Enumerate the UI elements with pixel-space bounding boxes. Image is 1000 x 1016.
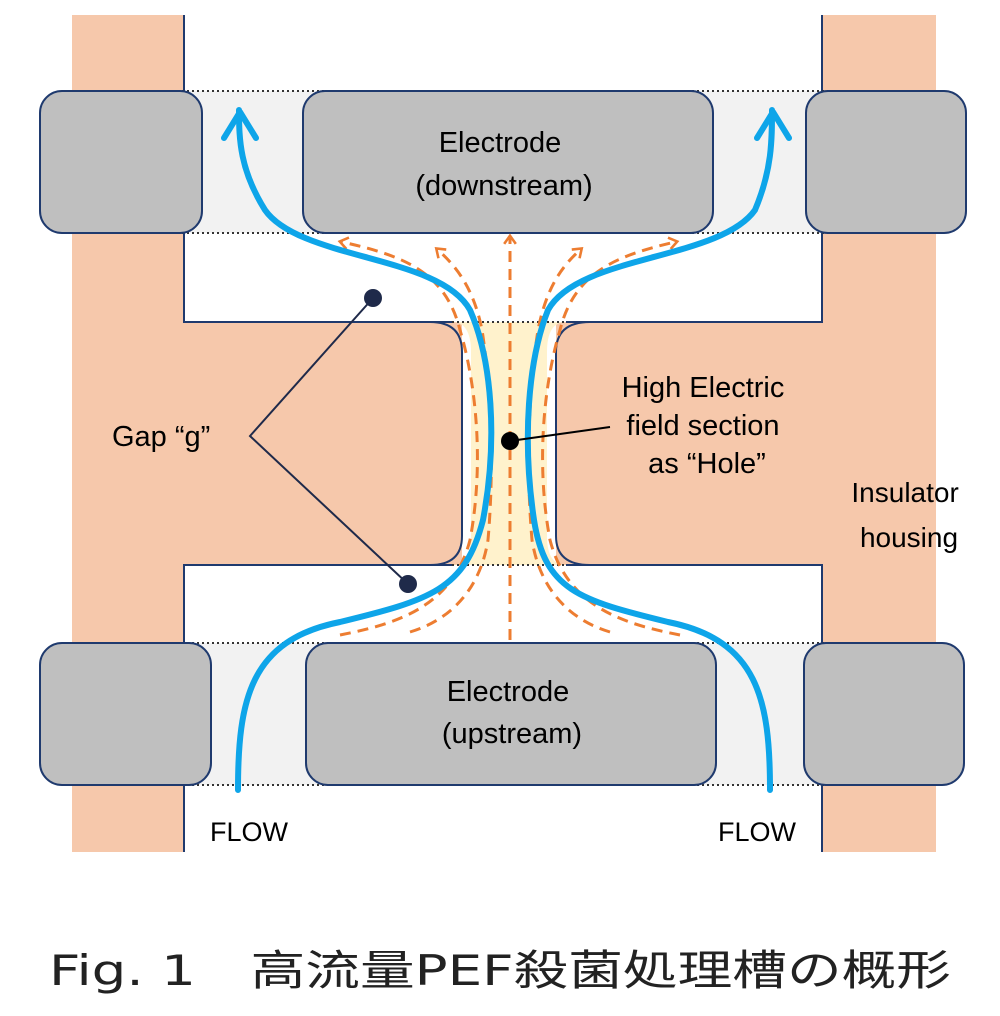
electrode-downstream-label-line: Electrode (439, 127, 562, 159)
electrode-upstream (305, 642, 717, 786)
electrode-upstream-label-line: (upstream) (442, 718, 582, 750)
flow-arrowhead-left (221, 109, 259, 141)
flow-arrowhead-right (754, 109, 792, 141)
high-field-label-line: field section (626, 410, 779, 442)
housing-left-block (184, 322, 462, 565)
electrode-downstream-label: Electrode (downstream) (415, 127, 592, 202)
gap-pointer-dot (364, 289, 382, 307)
flow-left-label: FLOW (210, 817, 289, 847)
gap-pointer-dot (399, 575, 417, 593)
flow-right-label: FLOW (718, 817, 797, 847)
flow-streamlines (221, 107, 792, 793)
insulator-label-line: Insulator (851, 477, 958, 508)
electrode-downstream-right-part (805, 90, 967, 234)
housing-right-block (556, 322, 822, 565)
field-line-arrow (409, 246, 493, 634)
hole-pointer-dot (501, 432, 519, 450)
electrode-upstream-right-part (803, 642, 965, 786)
high-field-label: High Electric field section as “Hole” (622, 372, 793, 480)
gap-label: Gap “g” (112, 421, 210, 453)
electrode-upstream-left-part (39, 642, 212, 786)
gap-pointer-lines (248, 297, 409, 585)
flow-line-right (524, 107, 775, 793)
insulator-label-line: housing (860, 522, 958, 553)
flow-line-left (235, 107, 495, 793)
hole-pointer-line (509, 426, 611, 442)
electrode-downstream-left-part (39, 90, 203, 234)
hole-right-wall (555, 321, 591, 566)
pointers (248, 289, 611, 593)
electrode-downstream (302, 90, 714, 234)
electrodes (39, 90, 967, 786)
electrode-upstream-label-line: Electrode (447, 676, 570, 708)
electrode-downstream-label-line: (downstream) (415, 170, 592, 202)
high-field-label-line: as “Hole” (648, 448, 766, 480)
figure-caption: Fig. 1 高流量PEF殺菌処理槽の概形 (49, 946, 951, 995)
insulator-label: Insulator housing (851, 477, 966, 553)
field-line-arrow (527, 246, 611, 634)
high-field-label-line: High Electric (622, 372, 785, 404)
electrode-upstream-label: Electrode (upstream) (442, 676, 582, 750)
hole-left-wall (429, 321, 463, 566)
labels: Electrode (downstream) Electrode (upstre… (112, 127, 966, 847)
